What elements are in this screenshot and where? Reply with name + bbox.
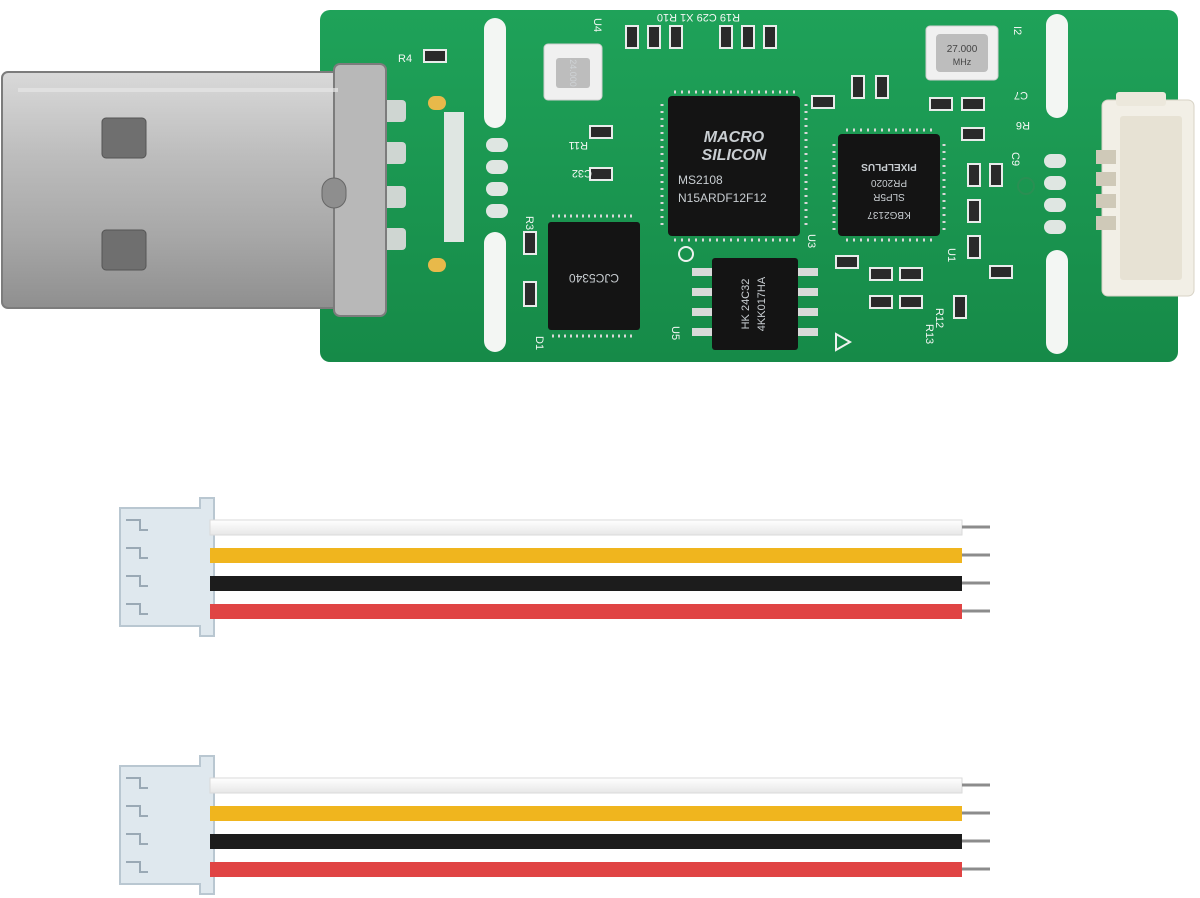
svg-text:PIXELPLUS: PIXELPLUS (861, 161, 917, 172)
wire-yellow (210, 548, 962, 563)
jst-cable-1 (119, 497, 990, 637)
svg-text:U1: U1 (945, 248, 957, 262)
wire-black (210, 576, 962, 591)
svg-text:HK 24C32: HK 24C32 (740, 279, 752, 330)
svg-text:KBG2137: KBG2137 (867, 209, 911, 220)
svg-text:MS2108: MS2108 (678, 173, 723, 187)
svg-text:R13: R13 (923, 324, 935, 344)
wire-yellow (210, 806, 962, 821)
ms2108-chip: MACRO SILICON MS2108 N15ARDF12F12 (660, 90, 808, 242)
connector-contacts (126, 777, 148, 873)
pin1-marker (835, 332, 853, 352)
svg-text:R11: R11 (569, 139, 588, 151)
svg-text:U3: U3 (805, 234, 817, 248)
svg-text:C32: C32 (572, 167, 592, 179)
connector-contacts (126, 519, 148, 615)
pcb-slot (1046, 250, 1068, 354)
pcb-slot (1046, 14, 1068, 118)
svg-text:27.000: 27.000 (947, 44, 978, 55)
wire-red (210, 604, 962, 619)
crystal-27mhz: 27.000 MHz (925, 25, 999, 81)
pcb-slot (484, 18, 506, 128)
crystal-24mhz: 24.000 (543, 43, 603, 101)
cjc5340-chip: CJC5340 (548, 214, 640, 338)
pcb-slot (484, 232, 506, 352)
svg-text:N15ARDF12F12: N15ARDF12F12 (678, 191, 767, 205)
svg-text:R12: R12 (933, 308, 945, 328)
svg-text:PR2020: PR2020 (870, 177, 907, 188)
wire-white (209, 777, 963, 794)
svg-text:R6: R6 (1016, 119, 1030, 131)
capture-card-board: 24.000 27.000 MHz MACRO SILICON MS2108 N… (320, 10, 1195, 362)
wire-white (209, 519, 963, 536)
svg-text:R3: R3 (523, 216, 535, 230)
cable-connector (119, 497, 215, 637)
jst-connector-socket (1096, 92, 1195, 297)
svg-text:I2: I2 (1011, 26, 1023, 35)
fiducial (1017, 177, 1035, 195)
svg-text:MHz: MHz (953, 57, 972, 67)
cable-connector (119, 755, 215, 895)
svg-text:24.000: 24.000 (568, 59, 578, 87)
through-hole-pads-left (486, 138, 508, 218)
svg-text:U4: U4 (591, 18, 603, 32)
svg-text:SILICON: SILICON (702, 147, 767, 164)
svg-text:4KK017HA: 4KK017HA (756, 276, 768, 331)
svg-text:C9: C9 (1009, 152, 1021, 166)
wire-tips (962, 525, 990, 613)
smd-components (423, 25, 1013, 319)
eeprom-24c32-chip: HK 24C32 4KK017HA (692, 258, 818, 350)
usb-a-plug (1, 63, 387, 317)
svg-text:R19 C29 X1 R10: R19 C29 X1 R10 (657, 11, 740, 23)
wire-tips (962, 783, 990, 871)
wire-black (210, 834, 962, 849)
through-hole-pads-right (1044, 154, 1066, 234)
svg-text:CJC5340: CJC5340 (569, 271, 619, 285)
jst-cable-2 (119, 755, 990, 895)
svg-text:C7: C7 (1014, 89, 1028, 101)
svg-text:SLP5R: SLP5R (873, 191, 905, 202)
silkscreen-labels: R4 R11 C32 R3 U3 U4 U5 D1 I2 C7 R6 C9 U1… (398, 11, 1030, 350)
svg-text:D1: D1 (533, 336, 545, 350)
svg-text:R4: R4 (398, 53, 412, 65)
svg-text:U5: U5 (669, 326, 681, 340)
pr2020-chip: KBG2137 SLP5R PR2020 PIXELPLUS (832, 128, 946, 242)
fiducial (678, 246, 694, 262)
svg-text:MACRO: MACRO (704, 129, 765, 146)
wire-red (210, 862, 962, 877)
